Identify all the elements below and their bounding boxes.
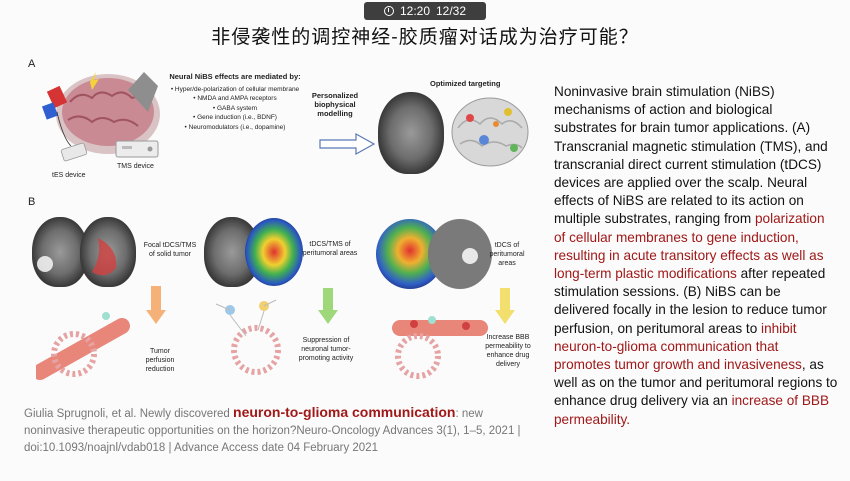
slide-title: 非侵袭性的调控神经-胶质瘤对话成为治疗可能？ <box>211 26 639 48</box>
tes-device-label: tES device <box>52 172 86 179</box>
tms-device-icon <box>115 140 159 158</box>
page-counter: 12/32 <box>436 4 467 18</box>
citation: Giulia Sprugnoli, et al. Newly discovere… <box>24 404 544 457</box>
b3-bottom-label: Increase BBB permeability to enhance dru… <box>485 334 531 368</box>
tumor-vessel-illustration <box>36 312 130 380</box>
head-devices-illustration <box>41 72 160 162</box>
clock-icon <box>383 6 394 16</box>
bbb-vessel-illustration <box>392 316 488 379</box>
nibs-effect-item: • Gene induction (i.e., BDNF) <box>193 114 277 121</box>
description-text: after repeated stimulation sessions. (B)… <box>554 266 827 336</box>
nibs-effects-header: Neural NiBS effects are mediated by: <box>169 72 301 81</box>
description-text: , as well as on the tumor and peritumora… <box>554 357 838 409</box>
description-text: Noninvasive brain stimulation (NiBS) mec… <box>554 84 828 227</box>
targeting-label: Optimized targeting <box>430 79 501 88</box>
b2-top-label: tDCS/TMS of peritumoral areas <box>302 241 358 257</box>
b2-bottom-label: Suppression of neuronal tumor-promoting … <box>298 337 354 362</box>
panel-b-letter: B <box>28 196 36 208</box>
nibs-effect-item: • Hyper/de-polarization of cellular memb… <box>170 85 300 93</box>
description-highlight: increase of BBB permeability. <box>554 393 830 427</box>
nibs-effect-item: • NMDA and AMPA receptors <box>193 95 277 102</box>
b1-top-label: Focal tDCS/TMS of solid tumor <box>143 242 197 258</box>
nibs-effect-item: • Neuromodulators (i.e., dopamine) <box>184 123 286 131</box>
figure-description: Noninvasive brain stimulation (NiBS) mec… <box>554 83 838 429</box>
citation-highlight: neuron-to-glioma communication <box>233 404 456 420</box>
bbb-heatmap <box>376 219 492 289</box>
mri-scan-a <box>378 92 444 174</box>
mri-scan-b1-left <box>32 217 88 287</box>
time-display: 12:20 <box>399 4 430 18</box>
panel-a-letter: A <box>28 58 36 70</box>
orange-arrow-down-icon <box>146 286 166 324</box>
b3-top-label: tDCS of peritumoral areas <box>489 242 525 267</box>
arrow-right-icon <box>319 132 376 156</box>
citation-text: Giulia Sprugnoli, et al. Newly discovere… <box>24 408 234 420</box>
green-arrow-down-icon <box>318 288 338 324</box>
modelling-label: Personalized biophysical modelling <box>311 91 359 118</box>
yellow-arrow-down-icon <box>495 288 515 324</box>
tms-device-label: TMS device <box>117 163 154 170</box>
presentation-status-overlay[interactable]: 12:20 12/32 <box>364 2 486 20</box>
description-highlight: inhibit neuron-to-glioma communication t… <box>554 320 802 373</box>
citation-text: : new noninvasive therapeutic opportunit… <box>24 408 521 454</box>
b1-bottom-label: Tumor perfusion reduction <box>145 348 175 373</box>
nibs-effect-item: • GABA system <box>212 104 258 112</box>
targeted-brain-model <box>451 97 529 167</box>
peritumoral-heatmap <box>245 218 303 286</box>
tumor-highlight <box>37 238 117 276</box>
nibs-effects-list: Neural NiBS effects are mediated by: • H… <box>155 72 315 132</box>
neuron-glioma-illustration <box>215 299 281 375</box>
description-highlight: polarization of cellular membranes to ge… <box>554 211 825 282</box>
